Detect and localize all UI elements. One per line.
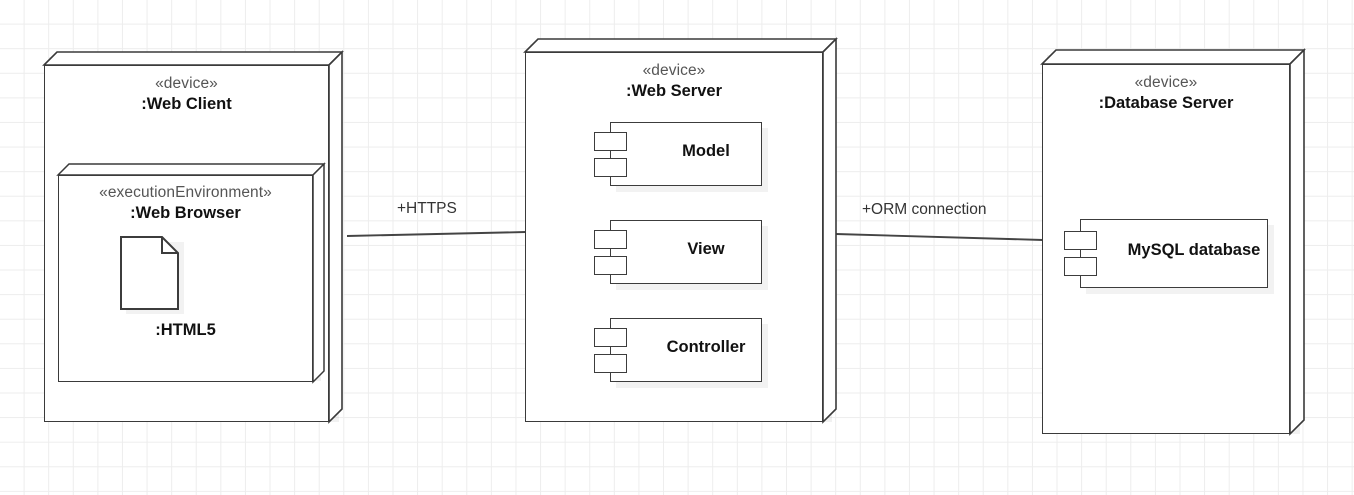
artifact-html5[interactable] [120, 236, 184, 314]
component-tab-upper [594, 132, 627, 151]
artifact-document-icon [120, 236, 179, 310]
node-web-browser[interactable]: «executionEnvironment» :Web Browser :HTM… [56, 162, 326, 384]
connector-orm[interactable] [830, 224, 1050, 252]
node-3d-faces [523, 37, 838, 424]
node-database-server[interactable]: «device» :Database Server MySQL database [1040, 48, 1306, 436]
node-3d-faces [1040, 48, 1306, 436]
component-label: View [687, 240, 725, 258]
component-label: Controller [666, 338, 746, 356]
component-tab-upper [594, 230, 627, 249]
component-tab-lower [594, 158, 627, 177]
artifact-html5-label: :HTML5 [155, 321, 216, 339]
node-web-client[interactable]: «device» :Web Client «executionEnvironme… [42, 50, 344, 424]
component-label: MySQL database [1127, 241, 1261, 259]
component-tab-lower [1064, 257, 1097, 276]
component-tab-lower [594, 354, 627, 373]
connector-https-label: +HTTPS [397, 200, 457, 217]
component-controller[interactable]: Controller [594, 318, 768, 388]
node-web-server[interactable]: «device» :Web Server Model View Controll… [523, 37, 838, 424]
component-body [610, 220, 762, 284]
component-mysql-database[interactable]: MySQL database [1064, 219, 1274, 294]
component-model[interactable]: Model [594, 122, 768, 192]
node-front-face [58, 175, 313, 382]
component-body [1080, 219, 1268, 288]
component-tab-upper [1064, 231, 1097, 250]
component-view[interactable]: View [594, 220, 768, 290]
connector-https[interactable] [340, 222, 535, 248]
component-tab-lower [594, 256, 627, 275]
component-label: Model [682, 142, 730, 160]
component-body [610, 122, 762, 186]
component-body [610, 318, 762, 382]
component-tab-upper [594, 328, 627, 347]
connector-orm-label: +ORM connection [862, 201, 987, 218]
